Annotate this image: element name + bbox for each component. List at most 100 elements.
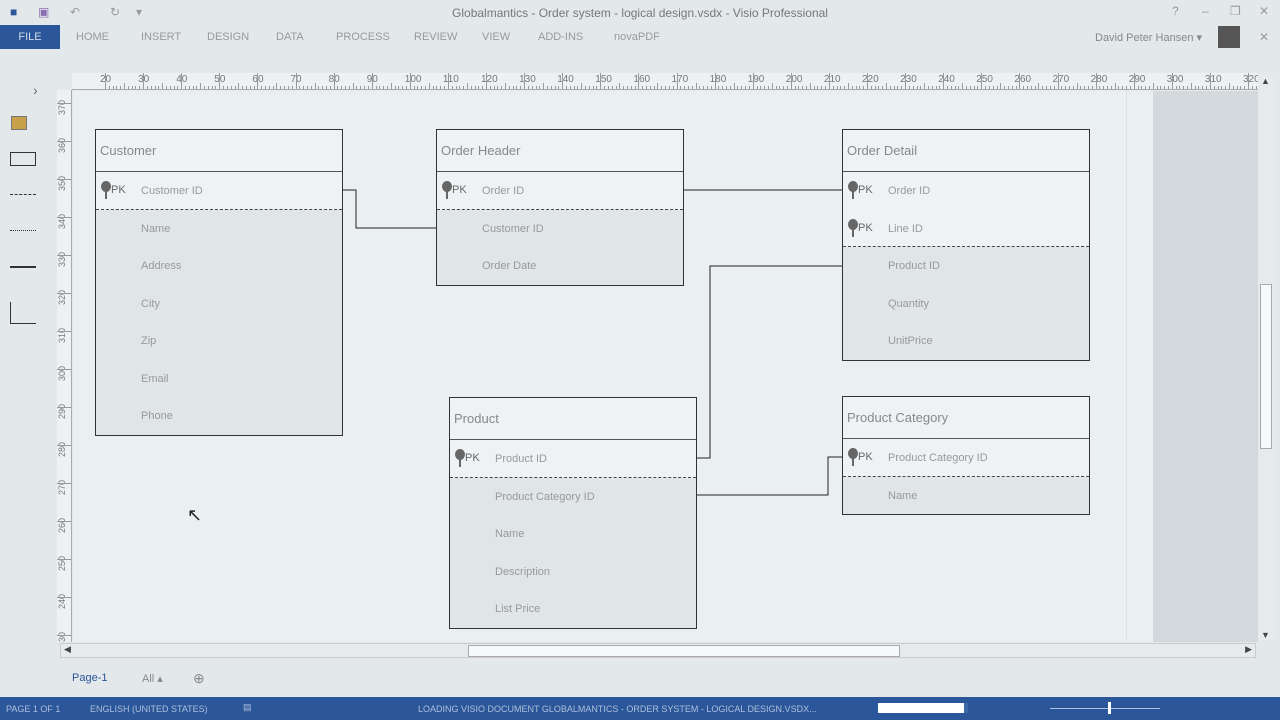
- ruler-tick: [886, 83, 888, 89]
- field-row[interactable]: Product ID: [843, 247, 1089, 285]
- field-row[interactable]: Customer ID: [437, 210, 683, 248]
- ruler-tick: [265, 86, 267, 89]
- save-icon[interactable]: ▣: [38, 5, 50, 19]
- user-account[interactable]: David Peter Hansen ▾: [1095, 32, 1203, 44]
- category-shape-icon[interactable]: [10, 266, 36, 268]
- tab-page-1[interactable]: Page-1: [72, 672, 108, 684]
- ruler-tick: [1137, 86, 1139, 89]
- close-button[interactable]: ✕: [1259, 4, 1270, 18]
- tab-data[interactable]: DATA: [276, 31, 304, 43]
- undo-icon[interactable]: ↶: [70, 5, 81, 19]
- view-shape-icon[interactable]: [10, 230, 36, 231]
- field-row[interactable]: Name: [450, 515, 696, 553]
- macro-icon[interactable]: ▤: [243, 702, 252, 712]
- field-row[interactable]: Phone: [96, 397, 342, 435]
- connector-product-productcategory[interactable]: [696, 456, 842, 496]
- tab-review[interactable]: REVIEW: [414, 31, 458, 43]
- redo-icon[interactable]: ↻: [110, 5, 121, 19]
- field-row[interactable]: City: [96, 285, 342, 323]
- vertical-scroll-thumb[interactable]: [1260, 284, 1272, 449]
- customize-quick-access-icon[interactable]: ▾: [136, 5, 143, 19]
- field-row[interactable]: UnitPrice: [843, 322, 1089, 360]
- entity-shape-icon[interactable]: [10, 152, 36, 166]
- ruler-tick: [497, 86, 499, 89]
- relationship-shape-icon[interactable]: [10, 194, 36, 195]
- ruler-tick: [634, 86, 636, 89]
- field-row[interactable]: Email: [96, 360, 342, 398]
- ruler-tick: [105, 73, 106, 89]
- avatar[interactable]: [1218, 26, 1240, 48]
- scroll-up-icon[interactable]: ▲: [1261, 76, 1270, 86]
- tab-file[interactable]: FILE: [0, 25, 60, 49]
- ruler-tick: [57, 331, 71, 332]
- field-row[interactable]: Name: [96, 210, 342, 248]
- help-button[interactable]: ?: [1172, 4, 1179, 18]
- horizontal-scrollbar[interactable]: ◀ ▶: [60, 643, 1256, 658]
- field-row[interactable]: List Price: [450, 590, 696, 628]
- entity-title: Product: [450, 398, 696, 440]
- connector-product-orderdetail[interactable]: [696, 265, 842, 459]
- all-pages-button[interactable]: All ▴: [142, 673, 163, 685]
- tab-process[interactable]: PROCESS: [336, 31, 390, 43]
- expand-shapes-icon[interactable]: ›: [33, 82, 38, 98]
- tab-view[interactable]: VIEW: [482, 31, 511, 43]
- zoom-slider-thumb[interactable]: [1108, 702, 1111, 714]
- ruler-tick: [668, 86, 670, 89]
- stencil-icon[interactable]: [11, 116, 27, 130]
- field-row[interactable]: Product Category ID: [450, 478, 696, 516]
- tab-home[interactable]: HOME: [76, 31, 109, 43]
- language-status[interactable]: ENGLISH (UNITED STATES): [90, 704, 208, 714]
- minimize-button[interactable]: –: [1202, 4, 1209, 18]
- ruler-tick: [1148, 86, 1150, 89]
- ruler-label: 100: [404, 74, 422, 85]
- tab-design[interactable]: DESIGN: [207, 31, 250, 43]
- ruler-tick: [181, 73, 183, 89]
- scroll-left-icon[interactable]: ◀: [64, 644, 71, 654]
- ruler-tick: [939, 86, 941, 89]
- scroll-right-icon[interactable]: ▶: [1245, 644, 1252, 654]
- field-row[interactable]: Order Date: [437, 247, 683, 285]
- field-row[interactable]: Zip: [96, 322, 342, 360]
- restore-button[interactable]: ❐: [1230, 4, 1241, 18]
- ruler-tick: [1213, 86, 1215, 89]
- field-row[interactable]: Name: [843, 477, 1089, 515]
- field-row[interactable]: Description: [450, 553, 696, 591]
- close-document-button[interactable]: ✕: [1259, 30, 1270, 44]
- ruler-tick: [280, 86, 282, 89]
- ruler-tick: [615, 86, 617, 89]
- page-number-status[interactable]: PAGE 1 OF 1: [6, 704, 61, 714]
- tab-insert[interactable]: INSERT: [141, 31, 182, 43]
- scroll-down-icon[interactable]: ▼: [1261, 630, 1270, 640]
- ruler-tick: [1049, 86, 1051, 89]
- zoom-slider[interactable]: [1050, 708, 1160, 709]
- field-row[interactable]: Quantity: [843, 285, 1089, 323]
- add-page-icon[interactable]: ⊕: [193, 670, 205, 686]
- ruler-tick: [440, 86, 442, 89]
- field-name: City: [141, 297, 160, 310]
- ruler-label: 120: [481, 74, 498, 85]
- ruler-tick: [535, 86, 537, 89]
- vertical-scrollbar[interactable]: ▲ ▼: [1258, 74, 1274, 640]
- horizontal-scroll-thumb[interactable]: [468, 645, 900, 657]
- tab-addins[interactable]: ADD-INS: [538, 31, 584, 43]
- field-row[interactable]: Address: [96, 247, 342, 285]
- tab-novapdf[interactable]: novaPDF: [614, 31, 660, 43]
- ruler-tick: [1103, 86, 1105, 89]
- dynamic-connector-icon[interactable]: [10, 302, 36, 324]
- ruler-tick: [207, 86, 209, 89]
- connector-customer-orderheader[interactable]: [342, 189, 436, 229]
- ruler-tick: [1225, 86, 1227, 89]
- ruler-tick: [1046, 86, 1048, 89]
